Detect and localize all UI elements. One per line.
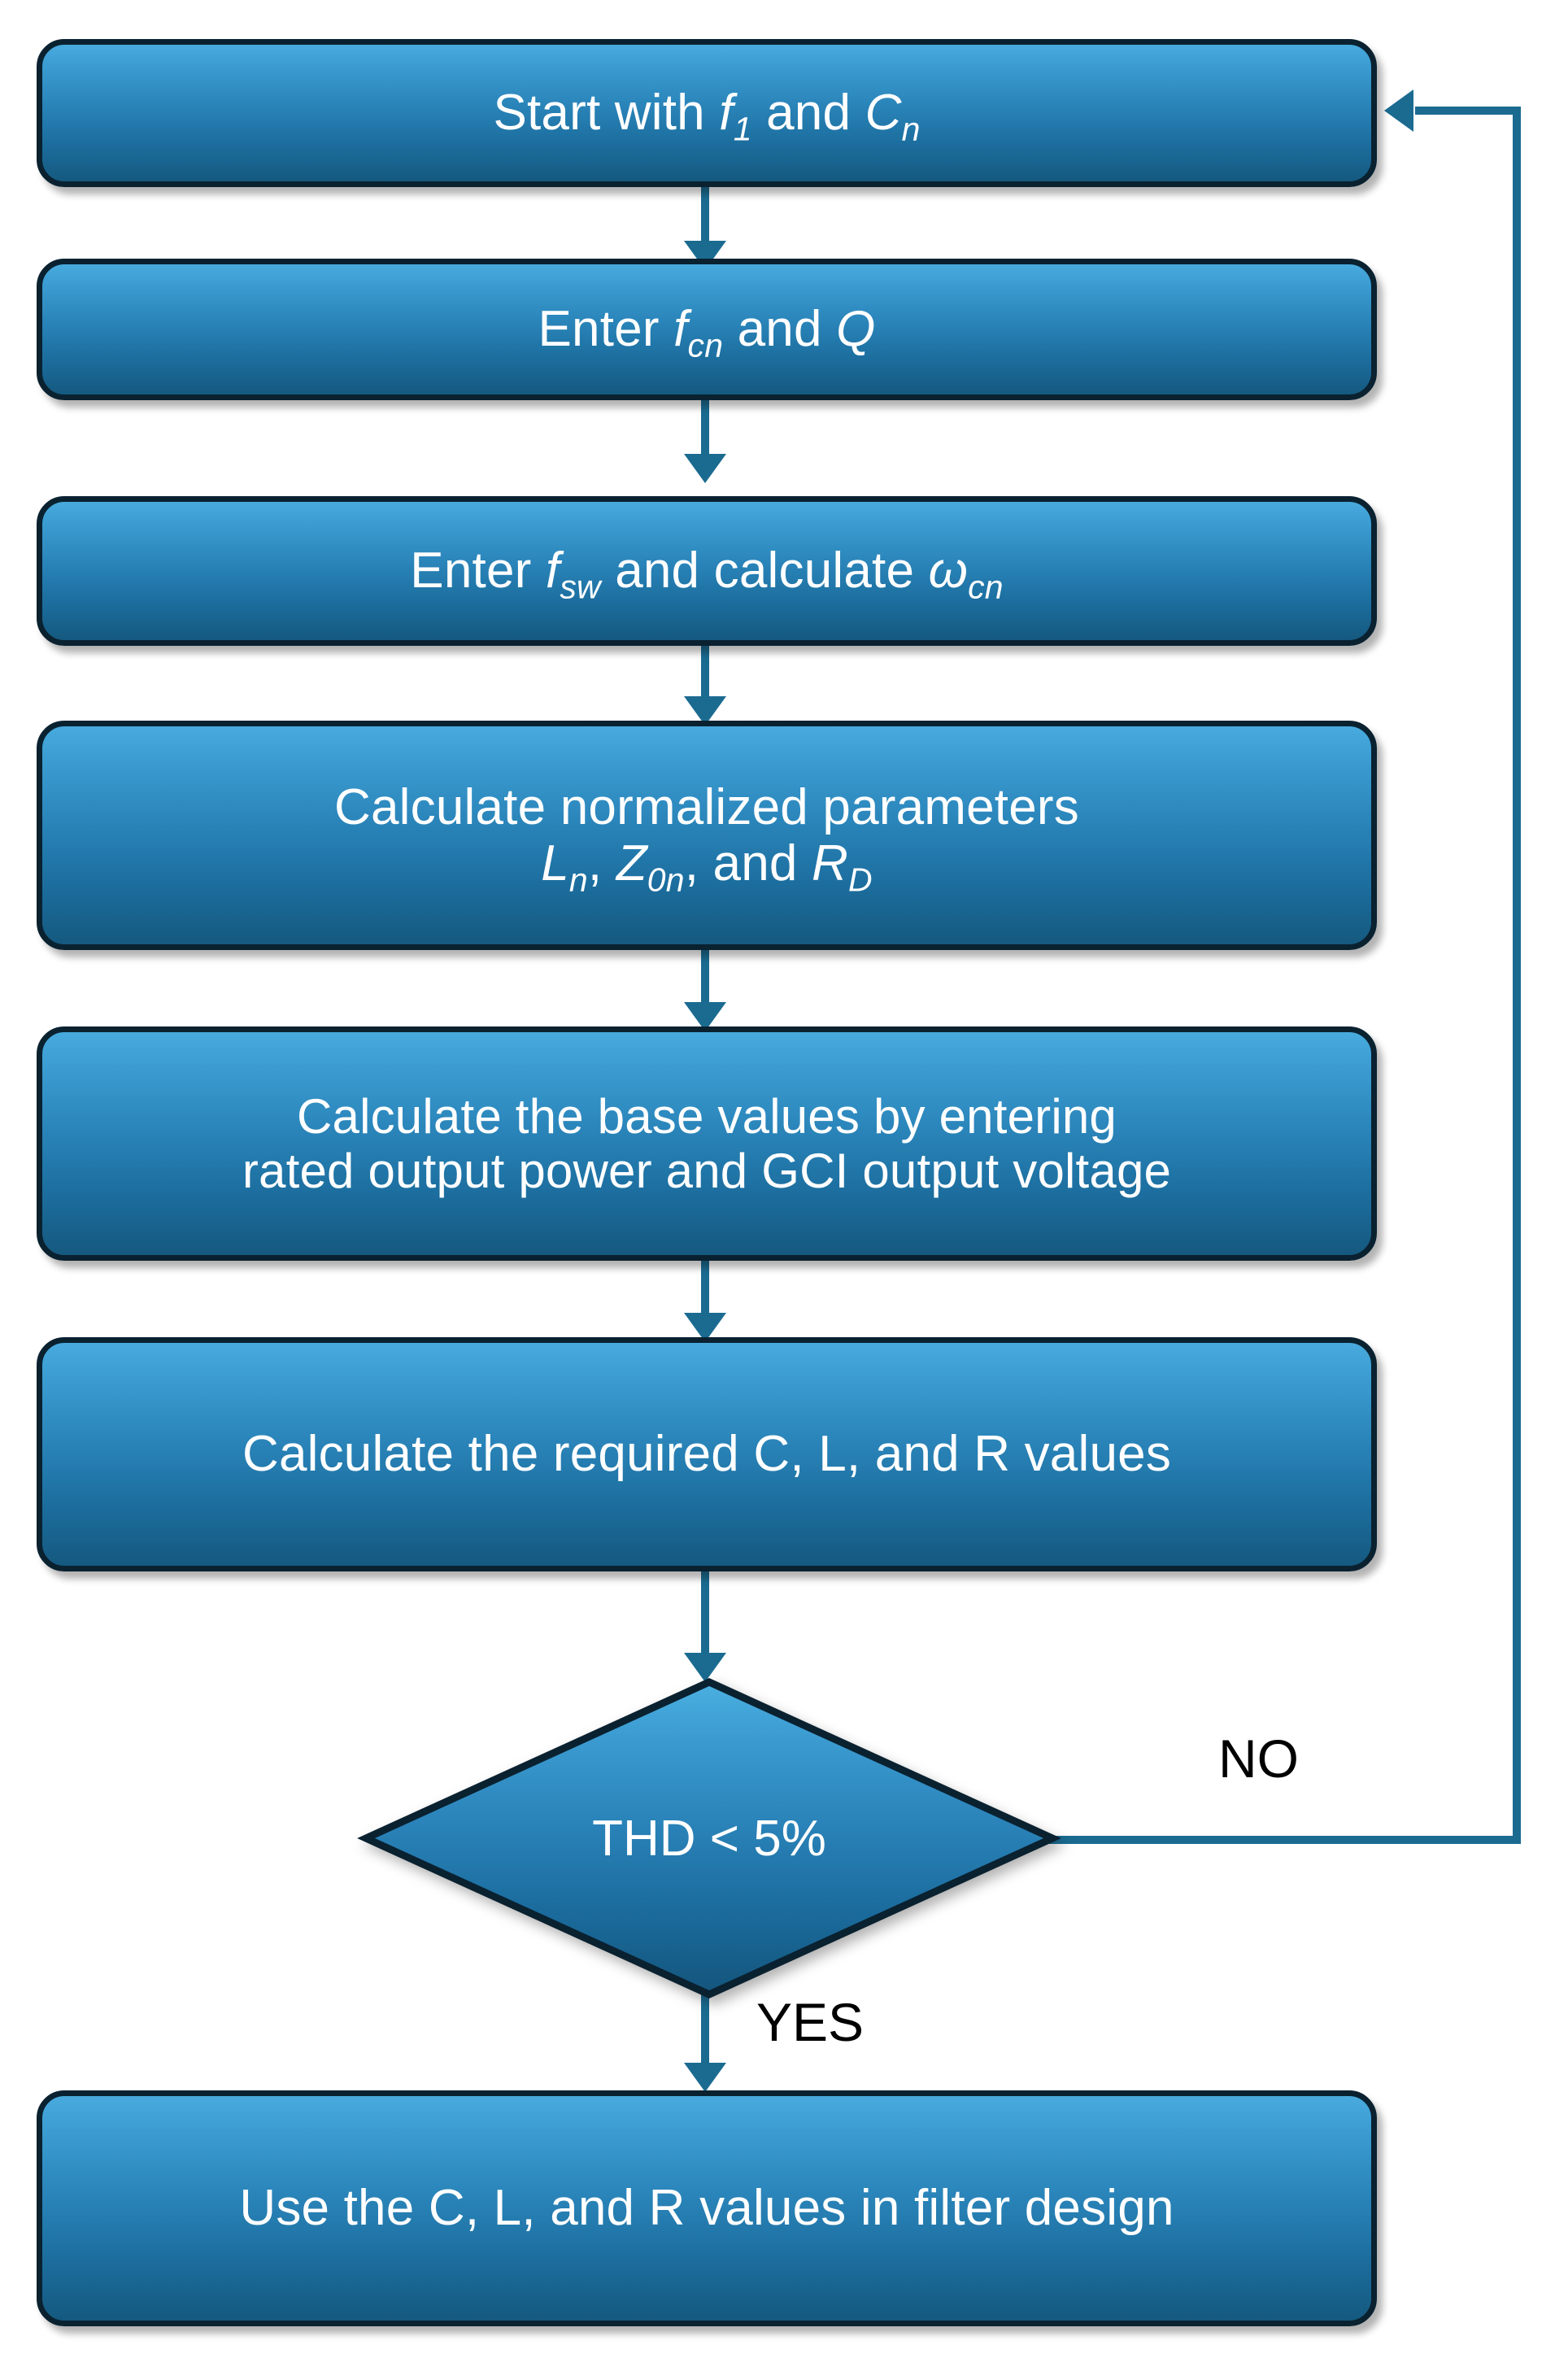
connector-required-clr-to-decision <box>701 1570 709 1659</box>
node-required-clr[interactable]: Calculate the required C, L, and R value… <box>37 1337 1377 1571</box>
edge-label-no: NO <box>1218 1728 1299 1789</box>
connector-start-to-enter-fcn <box>701 185 709 259</box>
decision-diamond-shape <box>357 1678 1061 1998</box>
node-use-values[interactable]: Use the C, L, and R values in filter des… <box>37 2090 1377 2326</box>
arrowhead-down-2 <box>684 454 726 483</box>
connector-no-return-horizontal <box>1415 107 1518 115</box>
node-required-clr-lines: Calculate the required C, L, and R value… <box>42 1426 1371 1482</box>
edge-label-yes: YES <box>756 1992 865 2052</box>
connector-enter-fsw-to-normalized <box>701 644 709 719</box>
node-enter-fsw[interactable]: Enter fsw and calculate ωcn <box>37 496 1377 646</box>
node-base-values-line-1: Calculate the base values by entering <box>296 1088 1117 1144</box>
node-normalized-params-line-1: Calculate normalized parameters <box>334 778 1079 835</box>
node-thd-decision[interactable]: THD < 5% <box>357 1677 1061 1999</box>
node-enter-fsw-line-1: Enter fsw and calculate ωcn <box>410 543 1004 606</box>
connector-normalized-to-base-values <box>701 948 709 1025</box>
node-required-clr-line-1: Calculate the required C, L, and R value… <box>242 1426 1172 1483</box>
node-base-values-line-2: rated output power and GCI output voltag… <box>242 1144 1172 1198</box>
connector-decision-yes-to-use-values <box>701 1994 709 2072</box>
arrowhead-down-6 <box>684 1653 726 1682</box>
node-enter-fcn-q[interactable]: Enter fcn and Q <box>37 259 1377 400</box>
node-start[interactable]: Start with f1 and Cn <box>37 39 1377 187</box>
node-start-lines: Start with f1 and Cn <box>42 85 1371 148</box>
arrowhead-down-7 <box>684 2063 726 2092</box>
connector-base-values-to-required-clr <box>701 1259 709 1336</box>
node-use-values-lines: Use the C, L, and R values in filter des… <box>42 2180 1371 2236</box>
node-use-values-line-1: Use the C, L, and R values in filter des… <box>239 2180 1174 2237</box>
node-start-line-1: Start with f1 and Cn <box>493 85 921 148</box>
connector-decision-no-horizontal <box>1049 1836 1521 1844</box>
node-normalized-params-line-2: Ln, Z0n, and RD <box>541 835 873 899</box>
connector-enter-fcn-to-enter-fsw <box>701 399 709 472</box>
arrowhead-left-feedback <box>1384 89 1413 132</box>
connector-no-vertical-riser <box>1513 107 1521 1840</box>
node-enter-fcn-q-lines: Enter fcn and Q <box>42 301 1371 364</box>
node-enter-fcn-q-line-1: Enter fcn and Q <box>538 301 876 364</box>
node-enter-fsw-lines: Enter fsw and calculate ωcn <box>42 543 1371 606</box>
